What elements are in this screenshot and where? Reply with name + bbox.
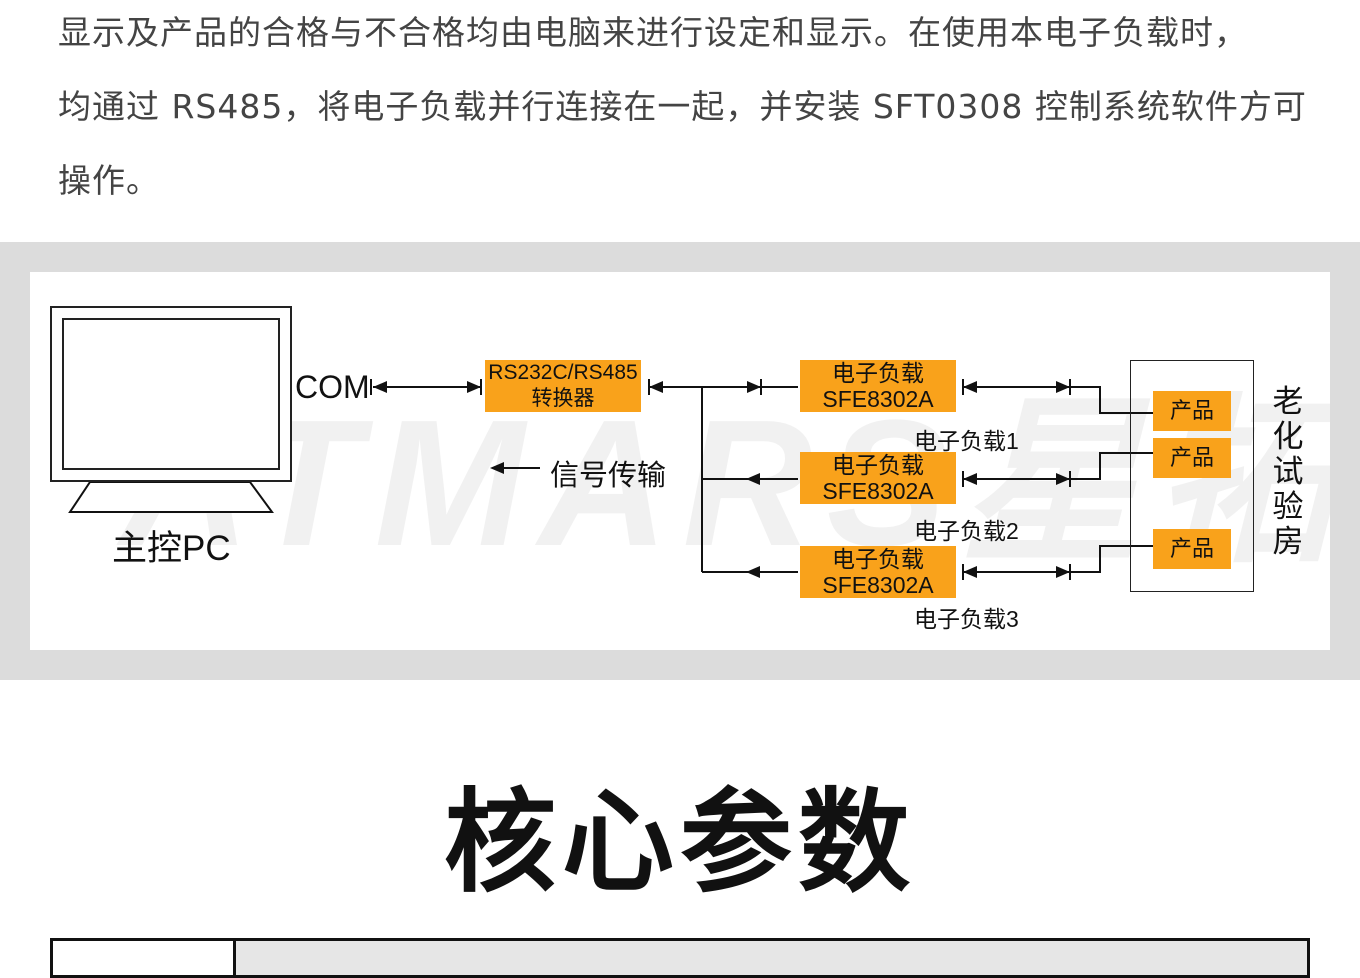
section-title: 核心参数 [444,778,916,908]
electronic-load-3: 电子负载 SFE8302A [800,546,956,598]
load-caption-3: 电子负载3 [914,606,1019,632]
watermark-logo: ATMARS星拓 [120,383,1330,584]
intro-text: 显示及产品的合格与不合格均由电脑来进行设定和显示。在使用本电子负载时， 均通过 … [58,0,1318,218]
aging-room-char: 房 [1272,524,1304,559]
monitor-icon [50,306,292,482]
signal-label: 信号传输 [550,460,667,492]
intro-line: 均通过 RS485，将电子负载并行连接在一起，并安装 SFT0308 控制系统软… [58,87,1307,126]
table-header-cell [53,941,236,975]
load-name: 电子负载 [832,546,924,572]
com-label: COM [295,369,370,405]
intro-line: 显示及产品的合格与不合格均由电脑来进行设定和显示。在使用本电子负载时， [58,13,1248,52]
diagram-wires [68,379,1153,580]
aging-room-char: 试 [1272,454,1304,489]
electronic-load-1: 电子负载 SFE8302A [800,360,956,412]
table-header-cell [236,941,1307,975]
converter-name: 转换器 [531,387,595,410]
load-name: 电子负载 [832,360,924,386]
load-model: SFE8302A [822,478,934,504]
converter-model: RS232C/RS485 [488,361,638,384]
aging-room-char: 化 [1272,419,1304,454]
product-box-1: 产品 [1153,391,1231,431]
connection-diagram: ATMARS星拓 [30,272,1330,650]
monitor-stand [68,481,274,513]
aging-room [1130,360,1254,592]
aging-room-char: 老 [1272,384,1304,419]
rs232c-rs485-converter: RS232C/RS485 转换器 [485,360,641,412]
load-caption-2: 电子负载2 [914,518,1019,544]
load-caption-1: 电子负载1 [914,428,1019,454]
pc-label: 主控PC [112,529,231,568]
product-box-2: 产品 [1153,438,1231,478]
product-box-3: 产品 [1153,529,1231,569]
intro-line: 操作。 [58,161,160,200]
load-model: SFE8302A [822,572,934,598]
load-name: 电子负载 [832,452,924,478]
electronic-load-2: 电子负载 SFE8302A [800,452,956,504]
aging-room-label: 老 化 试 验 房 [1270,384,1306,559]
load-model: SFE8302A [822,386,934,412]
diagram-band: ATMARS星拓 [0,242,1360,680]
aging-room-char: 验 [1272,489,1304,524]
params-table [50,938,1310,978]
monitor-screen [62,318,280,470]
